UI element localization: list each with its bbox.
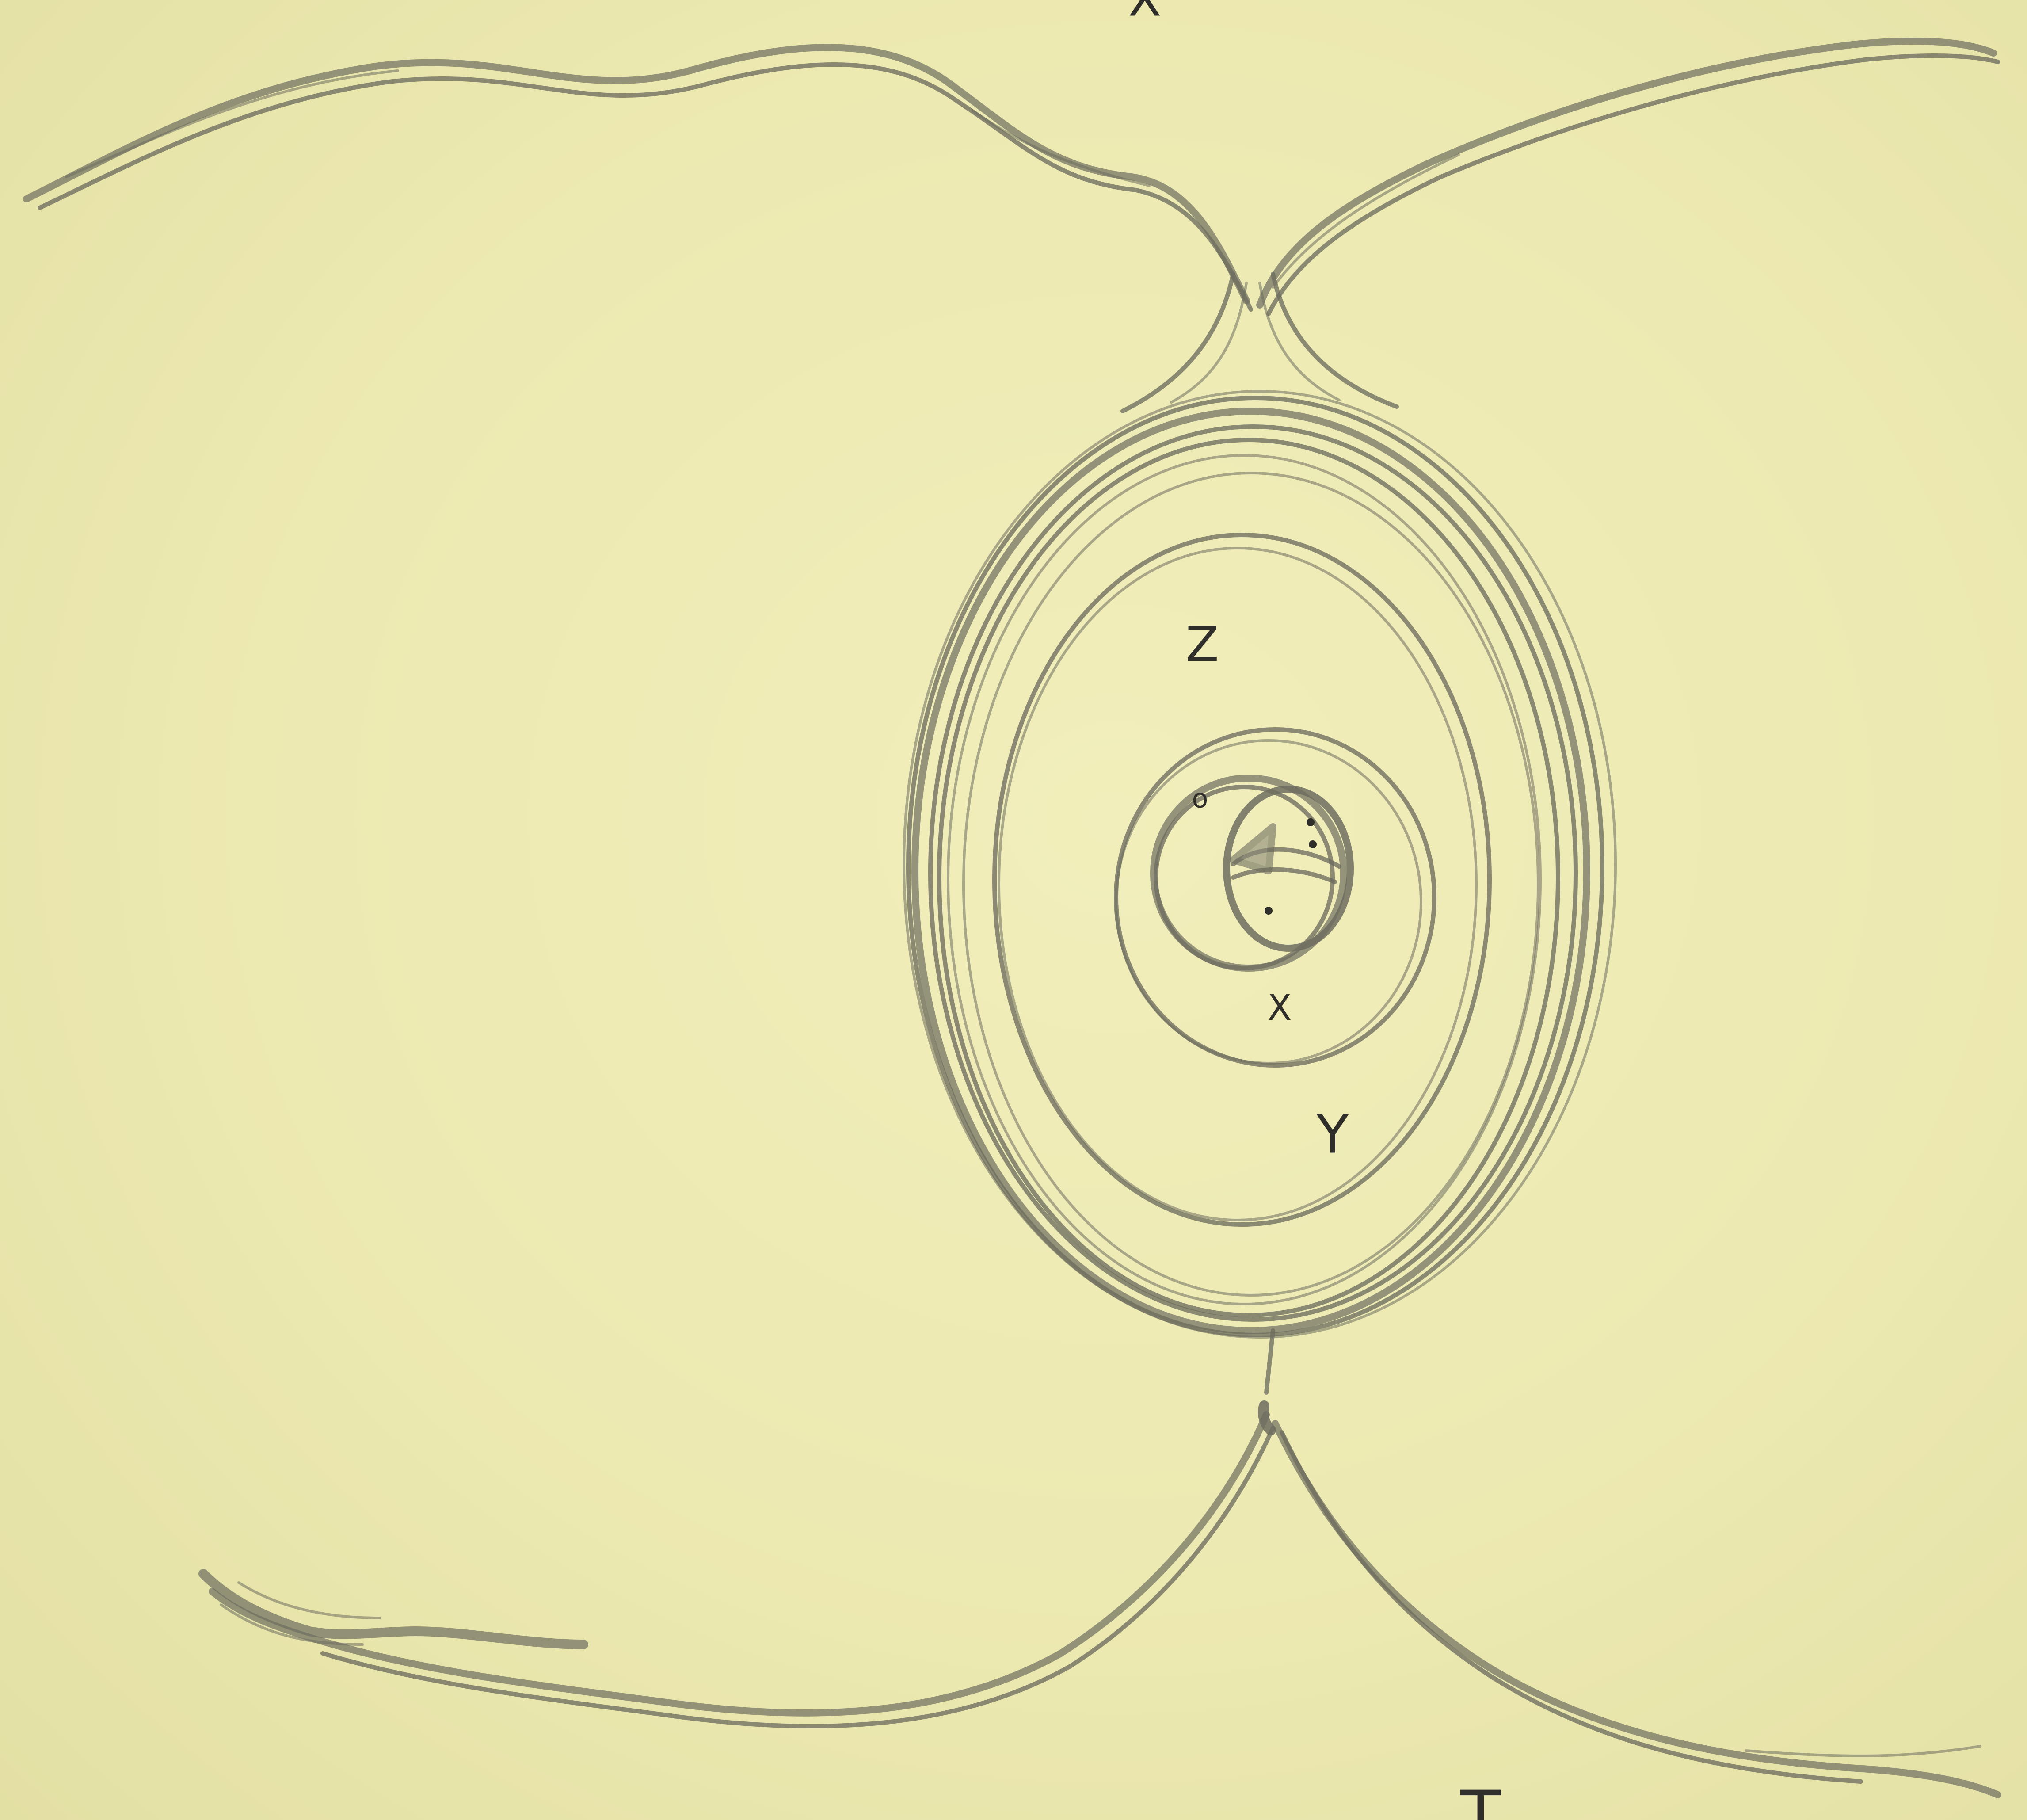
nucleus-dot-upper-a: [1307, 818, 1315, 826]
lower-right-fiber: [1275, 1423, 1998, 1795]
lower-left-fiber: [203, 1415, 1273, 1726]
label-inner-region: X: [1268, 987, 1292, 1028]
label-middle-region: Y: [1316, 1104, 1349, 1166]
nucleus-dot-upper-b: [1309, 840, 1317, 848]
label-small-circle: o: [1192, 783, 1208, 814]
middle-oval: [994, 535, 1490, 1225]
top-edge-fragment: X: [1128, 0, 1161, 27]
upper-left-fiber: [27, 47, 1251, 309]
label-outer-region: Z: [1185, 616, 1219, 672]
nucleus-dot-lower: [1265, 907, 1273, 915]
bottom-edge-fragment: T: [1460, 1777, 1501, 1820]
upper-right-fiber: [1260, 41, 1998, 314]
